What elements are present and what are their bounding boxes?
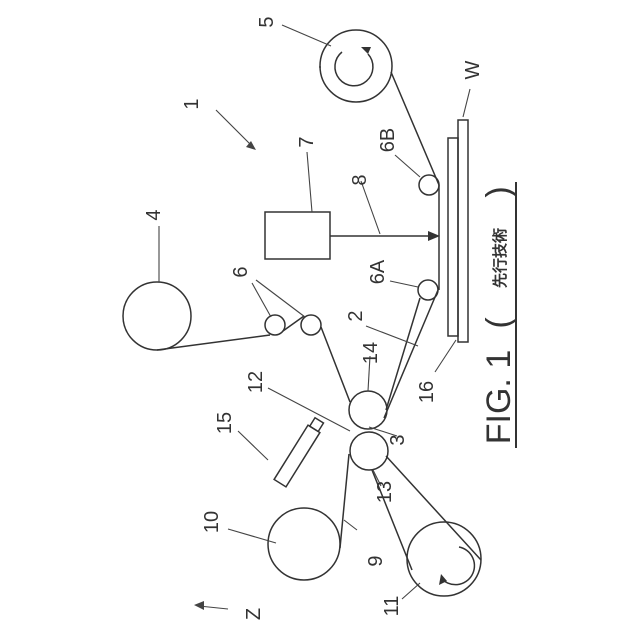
roll-5 <box>320 30 392 102</box>
rotation-arrow-icon <box>335 52 373 86</box>
web-film-9 <box>340 454 349 548</box>
label-1: 1 <box>181 98 203 109</box>
leader-11 <box>402 583 420 599</box>
label-10: 10 <box>201 511 223 533</box>
label-8: 8 <box>349 174 371 185</box>
label-5: 5 <box>256 16 278 27</box>
arrowhead-icon <box>246 141 256 150</box>
arrowhead-icon <box>439 574 447 585</box>
leader-8 <box>361 181 380 234</box>
label-4: 4 <box>143 209 165 220</box>
leader-6-a <box>252 283 271 317</box>
leader-6-b <box>256 280 305 317</box>
label-7: 7 <box>296 136 318 147</box>
figure-caption: FIG. 1 <box>480 350 518 444</box>
leader-5 <box>282 25 331 46</box>
label-11: 11 <box>381 596 403 617</box>
label-Z: Z <box>243 608 265 620</box>
roller-14 <box>349 391 387 429</box>
arrowhead-icon <box>361 47 371 54</box>
leader-12 <box>268 388 350 431</box>
roller-13 <box>350 432 388 470</box>
device-7 <box>265 212 330 259</box>
arrowhead-icon <box>194 601 204 610</box>
leader-9 <box>344 520 357 530</box>
web-film-lower <box>386 456 481 560</box>
caption-note: 先行技術 <box>491 228 509 288</box>
label-14: 14 <box>360 342 382 364</box>
label-6A: 6A <box>367 259 389 284</box>
label-15: 15 <box>214 412 236 434</box>
roller-6-left <box>265 315 285 335</box>
substrate-W <box>458 120 468 342</box>
label-6B: 6B <box>377 128 399 152</box>
leader-W <box>463 89 470 117</box>
plate-16 <box>448 138 458 336</box>
leader-15 <box>238 431 268 460</box>
label-16: 16 <box>416 381 438 403</box>
label-12: 12 <box>245 371 267 393</box>
roll-10 <box>268 508 340 580</box>
roller-6-right <box>301 315 321 335</box>
label-13: 13 <box>374 481 396 503</box>
web-film-2 <box>386 72 439 410</box>
leader-7 <box>307 152 312 212</box>
leader-6A <box>390 281 418 287</box>
label-3: 3 <box>387 434 409 445</box>
caption-paren-open: ( <box>480 317 518 329</box>
label-6: 6 <box>230 266 252 277</box>
caption-paren-close: ) <box>480 186 518 197</box>
label-2: 2 <box>345 310 367 321</box>
label-W: W <box>462 60 484 79</box>
label-9: 9 <box>365 555 387 566</box>
arrowhead-icon <box>428 231 440 241</box>
leader-6B <box>395 155 420 177</box>
cutter-15 <box>274 417 325 487</box>
rotation-arrow-icon <box>441 547 474 585</box>
roll-4 <box>123 282 191 350</box>
leader-1 <box>216 110 253 147</box>
leader-16 <box>435 340 456 372</box>
